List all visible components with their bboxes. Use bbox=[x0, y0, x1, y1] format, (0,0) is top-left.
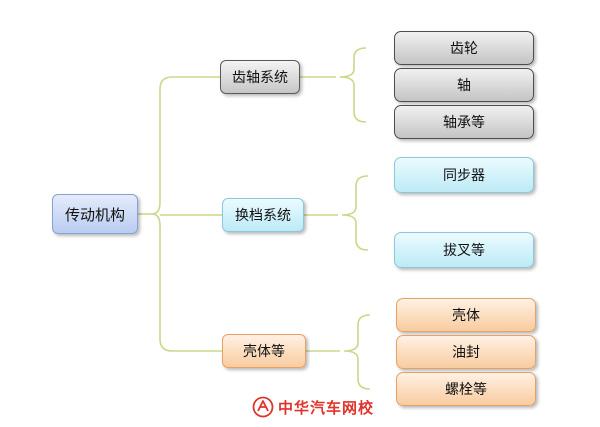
leaf-node: 油封 bbox=[396, 335, 536, 369]
leaf-node: 轴 bbox=[394, 68, 534, 102]
car-logo-icon bbox=[252, 396, 274, 418]
watermark: 中华汽车网校 bbox=[252, 396, 374, 418]
group-node-gear-shaft: 齿轴系统 bbox=[220, 60, 300, 94]
leaf-node: 轴承等 bbox=[394, 105, 534, 139]
mid2-bracket-curve bbox=[341, 175, 369, 251]
group-node-shift: 换档系统 bbox=[222, 198, 304, 232]
root-bracket-curve bbox=[151, 76, 173, 352]
leaf-node: 同步器 bbox=[394, 157, 534, 193]
root-node: 传动机构 bbox=[52, 194, 138, 234]
leaf-node: 拔叉等 bbox=[394, 232, 534, 268]
leaf-node: 壳体 bbox=[396, 298, 536, 332]
leaf-node: 齿轮 bbox=[394, 31, 534, 65]
mid3-bracket-curve bbox=[343, 314, 371, 390]
group-node-housing: 壳体等 bbox=[222, 334, 306, 368]
mid1-bracket-curve bbox=[339, 47, 367, 123]
leaf-node: 螺栓等 bbox=[396, 372, 536, 406]
watermark-text: 中华汽车网校 bbox=[278, 398, 375, 417]
